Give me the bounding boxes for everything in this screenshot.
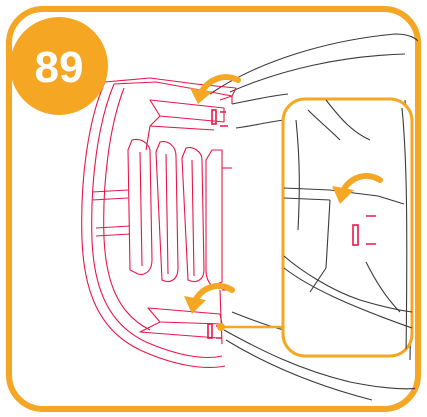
step-number: 89 — [35, 43, 84, 93]
step-badge: 89 — [13, 20, 105, 112]
detail-callout — [283, 99, 412, 356]
